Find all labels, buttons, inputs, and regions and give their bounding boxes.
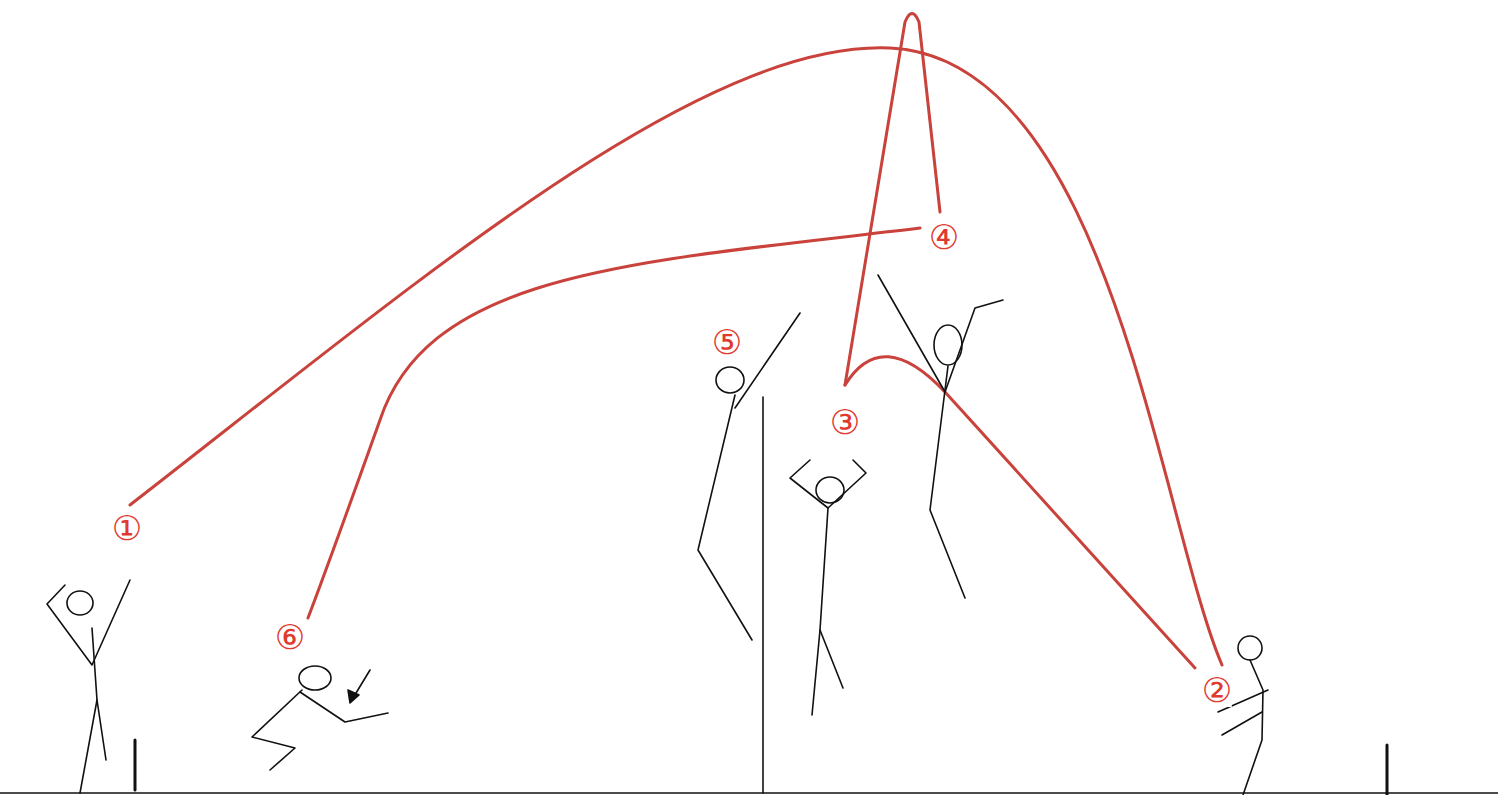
set-trajectory: [845, 14, 940, 386]
receiver-figure: [1218, 636, 1268, 795]
ball-trajectories: [130, 14, 1222, 669]
player-body: [1243, 660, 1263, 795]
callout-number: ②: [1202, 673, 1232, 707]
player-arms: [878, 275, 1003, 392]
digger-figure: [252, 666, 388, 770]
players: [47, 275, 1268, 795]
court-mark: [134, 740, 137, 790]
player-body: [930, 366, 965, 598]
player-head: [67, 591, 93, 615]
court: [0, 397, 1498, 795]
player-head: [716, 367, 744, 393]
player-arms: [300, 692, 388, 722]
callout-number: ③: [830, 405, 860, 439]
server-figure: [47, 580, 130, 793]
serve-trajectory: [130, 48, 1222, 665]
player-head: [934, 325, 962, 365]
callout-number: ⑥: [275, 620, 305, 654]
callout-number: ④: [929, 220, 959, 254]
callout-number: ⑤: [712, 325, 742, 359]
net-line: [762, 397, 764, 793]
callout-number: ①: [112, 511, 142, 545]
attacker-figure: [878, 275, 1003, 598]
player-body: [698, 395, 752, 640]
blocker-figure: [698, 313, 800, 640]
court-mark: [1386, 745, 1389, 795]
arrow-head: [348, 690, 359, 703]
player-head: [1238, 636, 1262, 660]
player-body: [80, 628, 97, 793]
player-arm: [735, 313, 800, 408]
player-head: [299, 666, 331, 690]
attack-trajectory: [308, 228, 920, 618]
court-floor: [0, 792, 1498, 794]
player-arm: [1222, 712, 1262, 735]
player-arms: [790, 460, 866, 508]
pass-trajectory: [845, 357, 1195, 668]
player-body: [252, 690, 302, 770]
player-leg: [97, 700, 106, 760]
player-arms: [47, 580, 130, 665]
player-head: [816, 477, 844, 503]
player-body: [812, 508, 828, 715]
setter-figure: [790, 460, 866, 715]
player-leg: [820, 630, 843, 688]
